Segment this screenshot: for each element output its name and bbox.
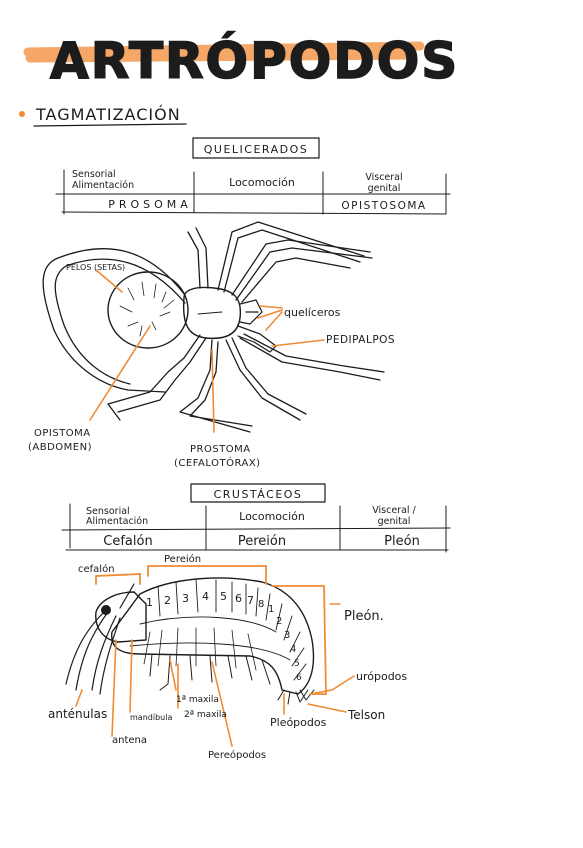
label-mandibula: mandíbula [130, 713, 172, 722]
page-title: ARTRÓPODOS [50, 31, 459, 90]
seg-7: 7 [247, 594, 254, 607]
label-telson: Telson [347, 708, 385, 722]
label-pleopodos: Pleópodos [270, 716, 327, 729]
section-title: TAGMATIZACIÓN [35, 105, 181, 124]
tagma-opistosoma: OPISTOSOMA [341, 200, 426, 212]
seg-1: 1 [146, 596, 153, 609]
seg-2: 2 [164, 594, 171, 607]
quelicerados-header-box [192, 137, 320, 159]
title-highlight [23, 41, 425, 63]
crustacean-body [111, 577, 315, 695]
label-cefalotorax: (CEFALOTÓRAX) [174, 456, 261, 469]
q-col-visceral: Visceral [365, 172, 402, 183]
q-col-sensorial: Sensorial [72, 169, 116, 180]
label-antenulas: anténulas [48, 707, 107, 721]
tagma-prosoma: PROSOMA [108, 198, 192, 211]
c-col-locomocion: Locomoción [239, 510, 305, 523]
c-col-sensorial: Sensorial [86, 506, 130, 517]
c-col-visceral: Visceral / [372, 505, 416, 516]
eye-icon [101, 605, 111, 615]
spider-drawing [42, 221, 385, 433]
tagma-pleon: Pleón [384, 534, 420, 549]
crustaceos-header: CRUSTÁCEOS [214, 488, 303, 501]
c-col-genital: genital [378, 516, 411, 527]
label-cefalon: cefalón [78, 563, 115, 575]
cephalothorax [182, 286, 242, 340]
label-uropodos: urópodos [356, 670, 407, 683]
quelicerados-header: QUELICERADOS [204, 143, 309, 156]
label-opistoma: OPISTOMA [34, 428, 91, 439]
crustacean-segment-numbers: 1 2 3 4 5 6 7 8 1 2 3 4 5 6 [146, 590, 302, 683]
pleon-seg-2: 2 [276, 616, 282, 627]
crustacean-drawing [65, 577, 315, 705]
tagma-cefalon: Cefalón [103, 534, 152, 549]
label-pedipalpos: PEDIPALPOS [326, 334, 395, 346]
seg-6: 6 [235, 592, 242, 605]
crustacean-head [95, 591, 147, 643]
c-col-alimentacion: Alimentación [86, 516, 148, 527]
label-prostoma: PROSTOMA [190, 444, 251, 455]
label-abdomen: (ABDOMEN) [28, 442, 92, 453]
crustaceos-header-box [190, 483, 326, 503]
label-maxila2: 2ª maxila [184, 710, 227, 720]
crustacean-label-lines [75, 565, 355, 747]
pleon-seg-1: 1 [268, 604, 274, 615]
pleon-seg-6: 6 [296, 673, 302, 683]
pleon-seg-5: 5 [294, 659, 300, 669]
title-block: ARTRÓPODOS [23, 30, 459, 91]
label-pleon: Pleón. [344, 609, 384, 624]
label-pereion: Pereión [164, 553, 201, 565]
bullet-icon [19, 111, 25, 117]
label-pelos: PELOS (SETAS) [66, 263, 125, 272]
label-queliceros: quelíceros [284, 306, 341, 319]
seg-4: 4 [202, 590, 209, 603]
seg-5: 5 [220, 590, 227, 603]
label-maxila1: 1ª maxila [176, 695, 219, 705]
spider-label-lines [89, 269, 325, 433]
q-col-genital: genital [368, 183, 401, 194]
crustaceos-table: CRUSTÁCEOS Sensorial Alimentación Locomo… [61, 483, 451, 553]
section-heading: TAGMATIZACIÓN [19, 105, 187, 127]
seg-8: 8 [258, 599, 264, 610]
q-col-locomocion: Locomoción [229, 176, 295, 189]
q-col-alimentacion: Alimentación [72, 180, 134, 191]
pleon-seg-4: 4 [290, 644, 296, 655]
label-pereopodos: Pereópodos [208, 749, 266, 761]
pleon-seg-3: 3 [284, 630, 290, 641]
label-antena: antena [112, 735, 147, 746]
tagma-pereion: Pereión [238, 534, 286, 549]
quelicerados-table: QUELICERADOS Sensorial Alimentación Loco… [55, 137, 451, 215]
seg-3: 3 [182, 592, 189, 605]
abdomen [107, 271, 189, 349]
